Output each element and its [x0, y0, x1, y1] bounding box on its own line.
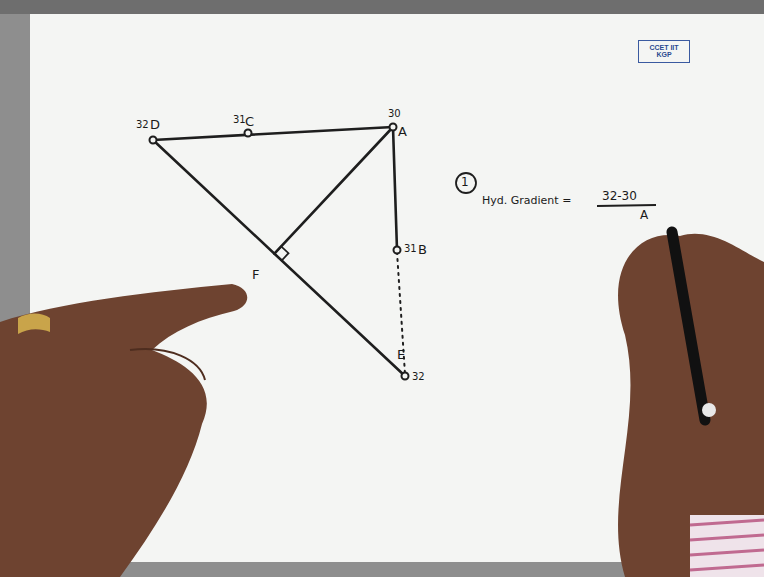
point-a [390, 124, 397, 131]
point-name: A [398, 125, 407, 138]
point-name: F [252, 268, 259, 281]
point-value: 30 [388, 109, 401, 119]
point-name: C [245, 115, 254, 128]
right-angle-mark [274, 246, 288, 260]
point-value: 32 [412, 372, 425, 382]
point-d [150, 137, 157, 144]
point-name: D [150, 118, 160, 131]
sleeve-stripes [690, 520, 764, 570]
point-value: 32 [136, 120, 149, 130]
top-edge [0, 0, 764, 14]
point-b [394, 247, 401, 254]
point-e [402, 373, 409, 380]
line-af [274, 127, 393, 254]
line-de [153, 140, 405, 376]
pen [672, 232, 705, 420]
line-da [153, 127, 393, 140]
dotted-be [397, 252, 405, 374]
logo-text: CCET IIT KGP [642, 44, 686, 59]
knuckle-line [130, 349, 205, 380]
shirt-sleeve [690, 515, 764, 577]
formula-denominator: A [640, 209, 648, 221]
geometry-lines [153, 127, 405, 376]
point-name: E [397, 348, 405, 361]
formula-text: Hyd. Gradient = [482, 195, 571, 206]
pen-clip [702, 403, 716, 417]
logo-box: CCET IIT KGP [638, 40, 690, 63]
fraction-bar [597, 205, 656, 206]
ring [18, 314, 50, 335]
right-hand [618, 234, 764, 577]
callout-number: 1 [461, 176, 469, 188]
number-circle [456, 173, 476, 193]
left-hand [0, 284, 247, 577]
point-c [245, 130, 252, 137]
formula-numerator: 32-30 [602, 190, 637, 202]
point-value: 31 [233, 115, 246, 125]
point-value: 31 [404, 244, 417, 254]
point-name: B [418, 243, 427, 256]
line-ab [393, 127, 397, 250]
point-markers [150, 124, 409, 380]
